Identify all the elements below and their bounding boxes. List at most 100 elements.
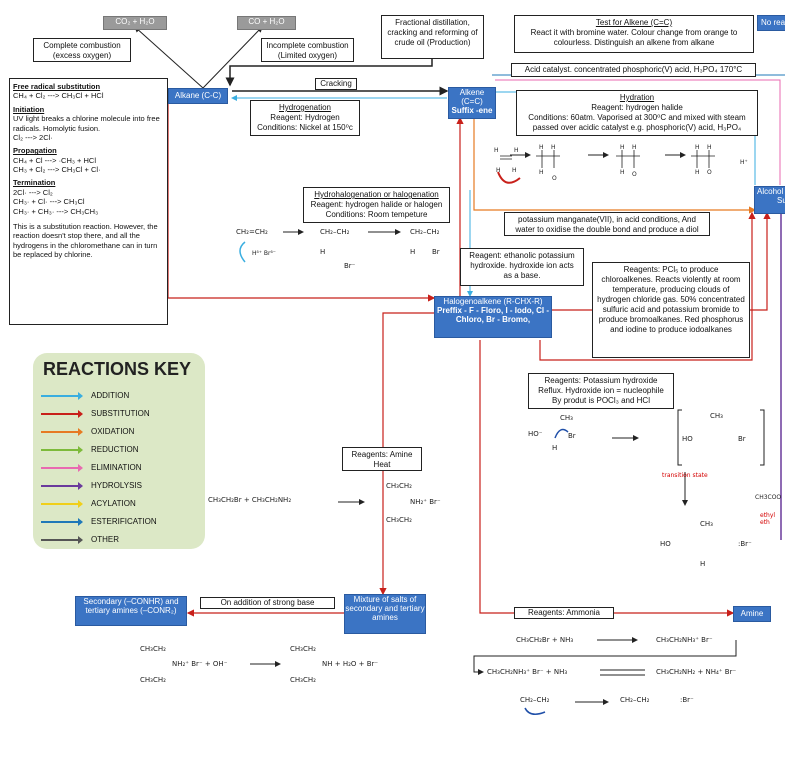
oxidation-box: potassium manganate(VII), in acid condit…	[504, 212, 710, 236]
alkene-node: Alkene (C=C) Suffix -ene	[448, 87, 496, 119]
key-label: ELIMINATION	[91, 463, 142, 472]
key-arrow-acylation	[41, 499, 83, 508]
hydrohalogenation-reagent: Reagent: hydrogen halide or halogen	[310, 200, 443, 209]
initiation-text: UV light breaks a chlorine molecule into…	[13, 114, 160, 133]
salt-ethyl-bottom: CH₃CH₂	[386, 516, 412, 524]
free-radical-title: Free radical substitution	[13, 82, 101, 91]
equilibrium-left: CH₃CH₂NH₃⁺ Br⁻ + NH₃	[487, 668, 568, 676]
hydration-title: Hydration	[619, 93, 655, 102]
svg-text:H: H	[514, 147, 519, 154]
svg-text:H: H	[494, 147, 499, 154]
substitution-note: This is a substitution reaction. However…	[13, 221, 158, 259]
hydrohalogenation-title: Hydrohalogenation or halogenation	[314, 190, 439, 199]
transition-ho: HO	[682, 435, 693, 443]
hydrogenation-conditions: Conditions: Nickel at 150⁰c	[257, 123, 353, 132]
product-ho: HO	[660, 540, 671, 548]
svg-text:H: H	[620, 169, 625, 176]
potassium-hydroxide-box: Reagents: Potassium hydroxide Reflux. Hy…	[528, 373, 674, 409]
halogenoalkene-title: Halogenoalkene (R-CHX-R)	[443, 297, 543, 306]
svg-text:H: H	[707, 144, 712, 151]
key-label: ESTERIFICATION	[91, 517, 157, 526]
svg-text:H: H	[539, 144, 544, 151]
hydrogenation-box: Hydrogenation Reagent: Hydrogen Conditio…	[250, 100, 360, 136]
key-arrow-elimination	[41, 463, 83, 472]
base-right-ethyl-top: CH₃CH₂	[290, 645, 316, 653]
svg-text:H: H	[551, 144, 556, 151]
base-left-ethyl-top: CH₃CH₂	[140, 645, 166, 653]
initiation-title: Initiation	[13, 104, 45, 114]
hydroxide-ion: HO⁻	[528, 430, 543, 438]
key-label: HYDROLYSIS	[91, 481, 142, 490]
methyl-group: CH₃	[560, 414, 573, 422]
equilibrium-right: CH₃CH₂NH₂ + NH₄⁺ Br⁻	[656, 668, 737, 676]
transition-br: Br	[738, 435, 746, 443]
svg-text:H: H	[539, 169, 544, 176]
hbr-formula: Hᵟ⁺ Brᵟ⁻	[252, 250, 276, 257]
pcl5-box: Reagents: PCl₅ to produce chloroalkenes.…	[592, 262, 750, 358]
key-row-elimination: ELIMINATION	[41, 463, 142, 472]
alkene-test-title: Test for Alkene (C=C)	[595, 18, 673, 27]
ammonia-label: Reagents: Ammonia	[514, 607, 614, 619]
hydrogenation-title: Hydrogenation	[278, 103, 332, 112]
transition-ch3: CH₃	[710, 412, 723, 420]
alkane-node: Alkane (C-C)	[168, 88, 228, 104]
hydrogenation-reagent: Reagent: Hydrogen	[270, 113, 340, 122]
product-h: H	[700, 560, 706, 568]
termination-eq3: CH₃· + CH₃· ---> CH₃CH₃	[13, 206, 99, 216]
key-arrow-other	[41, 535, 83, 544]
svg-text:O: O	[552, 175, 557, 182]
hydrohalogenation-box: Hydrohalogenation or halogenation Reagen…	[303, 187, 450, 223]
propagation-eq1: CH₄ + Cl ---> ·CH₃ + HCl	[13, 155, 96, 165]
halogenoalkene-node: Halogenoalkene (R-CHX-R) Preffix - F - F…	[434, 296, 552, 338]
free-radical-substitution-box: Free radical substitution CH₄ + Cl₂ --->…	[9, 78, 168, 325]
hydration-conditions: Conditions: 60atm. Vaporised at 300⁰C an…	[528, 113, 746, 132]
initiation-equation: Cl₂ ---> 2Cl·	[13, 132, 53, 142]
key-label: OXIDATION	[91, 427, 135, 436]
propagation-eq2: CH₃ + Cl₂ ---> CH₃Cl + Cl·	[13, 165, 101, 174]
key-row-oxidation: OXIDATION	[41, 427, 134, 436]
incomplete-combustion: Incomplete combustion (Limited oxygen)	[261, 38, 354, 62]
alkene-node-title: Alkene (C=C)	[459, 88, 485, 106]
ammonia-substrate: CH₂–CH₂	[520, 696, 550, 704]
bromoethane-formula: CH₂–CH₂	[410, 228, 440, 236]
key-label: ACYLATION	[91, 499, 136, 508]
key-label: OTHER	[91, 535, 119, 544]
svg-text:H: H	[512, 167, 517, 174]
key-arrow-reduction	[41, 445, 83, 454]
termination-eq2: CH₃· + Cl· ---> CH₃Cl	[13, 197, 85, 207]
propagation-title: Propagation	[13, 146, 57, 156]
product-ch3: CH₃	[700, 520, 713, 528]
transition-state-label: transition state	[662, 472, 708, 479]
bromoethane-h: H	[410, 248, 416, 256]
reactions-key-title: REACTIONS KEY	[43, 359, 192, 379]
svg-text:H: H	[620, 144, 625, 151]
base-left-ethyl-bottom: CH₃CH₂	[140, 676, 166, 684]
svg-text:H: H	[695, 144, 700, 151]
base-right-equation: NH + H₂O + Br⁻	[322, 660, 379, 668]
svg-text:O: O	[632, 171, 637, 178]
ethanolic-koh-box: Reagent: ethanolic potassium hydroxide. …	[460, 248, 584, 286]
amine-heat-box: Reagents: Amine Heat	[342, 447, 422, 471]
svg-text:O: O	[707, 169, 712, 176]
key-row-addition: ADDITION	[41, 391, 129, 400]
ammonia-product: CH₂–CH₂	[620, 696, 650, 704]
alkene-node-suffix: Suffix -ene	[451, 106, 493, 115]
strong-base-label: On addition of strong base	[200, 597, 335, 609]
key-row-other: OTHER	[41, 535, 119, 544]
key-row-acylation: ACYLATION	[41, 499, 136, 508]
base-left-equation: NH₂⁺ Br⁻ + OH⁻	[172, 660, 228, 668]
carbocation-h: H	[320, 248, 326, 256]
svg-text:H: H	[496, 167, 501, 174]
substrate-h: H	[552, 444, 558, 452]
salt-ethyl-top: CH₃CH₂	[386, 482, 412, 490]
base-right-ethyl-bottom: CH₃CH₂	[290, 676, 316, 684]
ch3coo-label: CH3COO	[755, 494, 782, 501]
bromoethane-br: Br	[432, 248, 440, 256]
svg-text:H⁺: H⁺	[740, 159, 748, 166]
secondary-tertiary-amines-node: Secondary (–CONHR) and tertiary amines (…	[75, 596, 187, 626]
termination-title: Termination	[13, 178, 56, 188]
key-row-substitution: SUBSTITUTION	[41, 409, 150, 418]
key-arrow-oxidation	[41, 427, 83, 436]
hydration-box: Hydration Reagent: hydrogen halide Condi…	[516, 90, 758, 136]
key-label: ADDITION	[91, 391, 130, 400]
